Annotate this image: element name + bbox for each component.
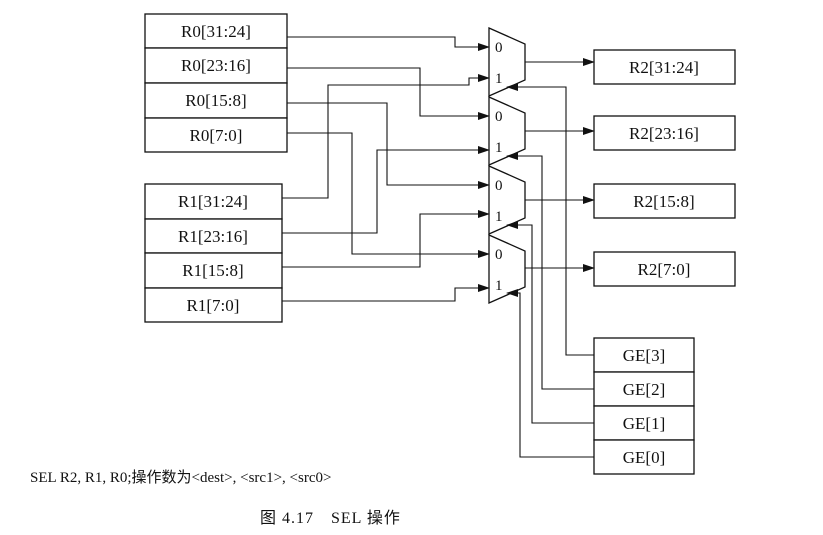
r2-byte1-box (593, 183, 736, 219)
r0-byte3-label: R0[31:24] (181, 22, 251, 41)
ge0-box (593, 439, 695, 475)
mux-byte3-input1-label: 1 (495, 71, 503, 87)
wire-r0-byte3-to-mux3 (287, 36, 490, 51)
r0-byte2-box (144, 47, 288, 84)
r2-byte1-label: R2[15:8] (633, 192, 694, 211)
select-wires (506, 83, 594, 458)
r0-byte2-label: R0[23:16] (181, 56, 251, 75)
wire-ge0-to-mux0-select (506, 289, 594, 458)
operand-note: SEL R2, R1, R0;操作数为<dest>, <src1>, <src0… (30, 469, 331, 486)
figure-caption: 图 4.17 SEL 操作 (260, 509, 401, 527)
wire-r1-byte0-to-mux0 (282, 284, 490, 302)
mux-byte2 (488, 95, 526, 167)
r2-byte0-box (593, 251, 736, 287)
wire-r1-byte2-to-mux2 (282, 146, 490, 234)
r2-byte3-box (593, 49, 736, 85)
wire-r1-byte3-to-mux3 (282, 74, 490, 199)
wire-r0-byte1-to-mux1 (287, 102, 490, 189)
wire-ge1-to-mux1-select (506, 221, 594, 424)
ge-flags-group: GE[3] GE[2] GE[1] GE[0] (593, 337, 695, 475)
r0-byte1-label: R0[15:8] (185, 91, 246, 110)
ge0-label: GE[0] (623, 448, 665, 467)
r0-register-group: R0[31:24] R0[23:16] R0[15:8] R0[7:0] (144, 13, 288, 153)
mux-byte0-input0-label: 0 (495, 247, 503, 263)
r2-byte2-label: R2[23:16] (629, 124, 699, 143)
mux-byte3 (488, 26, 526, 98)
mux-byte1-input1-label: 1 (495, 209, 503, 225)
r1-byte2-label: R1[23:16] (178, 227, 248, 246)
r1-register-group: R1[31:24] R1[23:16] R1[15:8] R1[7:0] (144, 183, 283, 323)
mux-byte0-input1-label: 1 (495, 278, 503, 294)
r2-byte3-label: R2[31:24] (629, 58, 699, 77)
r1-byte0-box (144, 287, 283, 323)
mux-byte0 (488, 233, 526, 305)
r0-byte3-box (144, 13, 288, 49)
mux-byte2-input0-label: 0 (495, 109, 503, 125)
ge3-box (593, 337, 695, 373)
r2-register-group: R2[31:24] R2[23:16] R2[15:8] R2[7:0] (593, 49, 736, 287)
ge3-label: GE[3] (623, 346, 665, 365)
wire-r0-byte0-to-mux0 (287, 132, 490, 258)
mux-byte3-input0-label: 0 (495, 40, 503, 56)
r2-byte2-box (593, 115, 736, 151)
mux-byte1-input0-label: 0 (495, 178, 503, 194)
r2-byte0-label: R2[7:0] (638, 260, 691, 279)
r1-byte0-label: R1[7:0] (187, 296, 240, 315)
wire-r1-byte1-to-mux1 (282, 210, 490, 268)
mux-byte2-input1-label: 1 (495, 140, 503, 156)
r1-byte1-label: R1[15:8] (182, 261, 243, 280)
r1-byte3-label: R1[31:24] (178, 192, 248, 211)
wire-r0-byte2-to-mux2 (287, 67, 490, 120)
r1-byte2-box (144, 218, 283, 254)
wire-ge3-to-mux3-select (506, 83, 594, 356)
r0-byte0-label: R0[7:0] (190, 126, 243, 145)
input-wires (282, 36, 490, 302)
output-wires (525, 58, 595, 272)
ge1-label: GE[1] (623, 414, 665, 433)
ge2-label: GE[2] (623, 380, 665, 399)
r0-byte0-box (144, 117, 288, 153)
wire-ge2-to-mux2-select (506, 152, 594, 390)
mux-group: 0 1 0 1 0 1 0 1 (488, 26, 526, 305)
